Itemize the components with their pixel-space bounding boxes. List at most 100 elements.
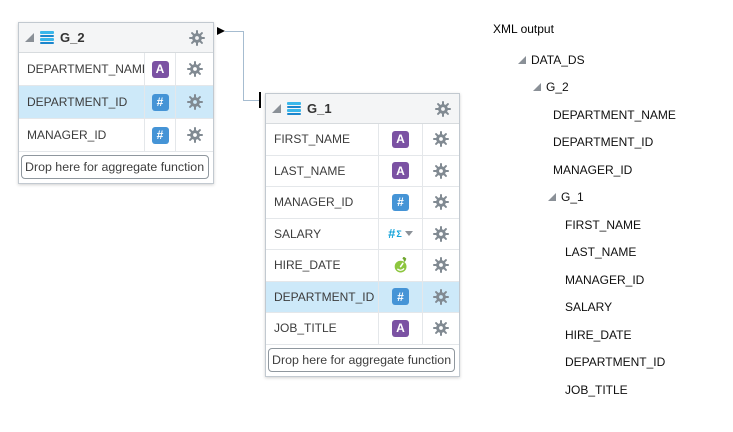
- collapse-triangle-icon[interactable]: [272, 104, 281, 113]
- tree-node-label: HIRE_DATE: [565, 327, 632, 342]
- connector-end-tick: [259, 92, 261, 108]
- tree-node-label: MANAGER_ID: [553, 162, 633, 177]
- g2-footer: Drop here for aggregate function: [19, 152, 213, 183]
- collapse-triangle-icon[interactable]: [25, 33, 34, 42]
- number-type-icon: #: [392, 193, 409, 211]
- tree-node-leaf[interactable]: MANAGER_ID: [490, 266, 730, 294]
- field-menu-gear-button[interactable]: [423, 156, 459, 187]
- field-label: DEPARTMENT_NAME: [19, 53, 145, 85]
- tree-node-label: JOB_TITLE: [565, 382, 628, 397]
- tree-node-leaf[interactable]: LAST_NAME: [490, 239, 730, 267]
- expand-triangle-icon[interactable]: [518, 55, 526, 64]
- date-type-icon: [393, 257, 409, 273]
- field-menu-gear-button[interactable]: [423, 250, 459, 281]
- gear-icon: [187, 61, 203, 77]
- field-menu-gear-button[interactable]: [423, 313, 459, 344]
- dataset-icon: [287, 102, 301, 115]
- field-menu-gear-button[interactable]: [423, 219, 459, 250]
- text-type-icon: A: [392, 162, 409, 180]
- tree-node-leaf[interactable]: DEPARTMENT_NAME: [490, 101, 730, 129]
- g1-row-first-name[interactable]: FIRST_NAME A: [266, 124, 459, 156]
- number-type-icon: #: [151, 93, 169, 111]
- tree-node-label: DEPARTMENT_ID: [553, 135, 654, 150]
- g2-title: G_2: [60, 30, 85, 45]
- gear-icon: [189, 30, 205, 46]
- text-type-icon: A: [392, 319, 409, 337]
- tree-node-leaf[interactable]: JOB_TITLE: [490, 376, 730, 404]
- field-type-cell: #: [379, 187, 423, 218]
- gear-icon: [433, 194, 449, 210]
- field-type-cell: [379, 250, 423, 281]
- tree-node-label: G_1: [561, 190, 584, 205]
- tree-node-leaf[interactable]: FIRST_NAME: [490, 211, 730, 239]
- tree-node-label: G_2: [546, 80, 569, 95]
- field-label: MANAGER_ID: [266, 187, 379, 218]
- field-type-cell: #: [145, 119, 176, 151]
- aggregate-drop-zone[interactable]: Drop here for aggregate function: [21, 155, 209, 179]
- tree-node-leaf[interactable]: DEPARTMENT_ID: [490, 349, 730, 377]
- g1-row-manager-id[interactable]: MANAGER_ID #: [266, 187, 459, 219]
- g1-row-last-name[interactable]: LAST_NAME A: [266, 155, 459, 187]
- field-label: MANAGER_ID: [19, 119, 145, 151]
- tree-node-label: FIRST_NAME: [565, 217, 642, 232]
- tree-node-g1[interactable]: G_1: [490, 184, 730, 212]
- tree-node-leaf[interactable]: SALARY: [490, 294, 730, 322]
- expand-triangle-icon[interactable]: [533, 83, 541, 92]
- tree-node-label: DEPARTMENT_NAME: [553, 107, 676, 122]
- field-menu-gear-button[interactable]: [176, 86, 213, 118]
- g1-row-hire-date[interactable]: HIRE_DATE: [266, 250, 459, 282]
- tree-node-data-ds[interactable]: DATA_DS: [490, 46, 730, 74]
- field-label: HIRE_DATE: [266, 250, 379, 281]
- tree-node-leaf[interactable]: HIRE_DATE: [490, 321, 730, 349]
- g1-row-job-title[interactable]: JOB_TITLE A: [266, 313, 459, 345]
- g2-row-department-name[interactable]: DEPARTMENT_NAME A: [19, 53, 213, 86]
- tree-node-label: DATA_DS: [531, 52, 585, 67]
- g1-header[interactable]: G_1: [266, 94, 459, 124]
- g1-row-salary[interactable]: SALARY # Σ: [266, 218, 459, 250]
- tree-node-g2[interactable]: G_2: [490, 74, 730, 102]
- number-type-icon: #: [392, 288, 409, 306]
- g2-actions-gear-button[interactable]: [189, 30, 205, 46]
- g1-footer: Drop here for aggregate function: [266, 345, 459, 376]
- field-menu-gear-button[interactable]: [423, 282, 459, 313]
- field-label: LAST_NAME: [266, 155, 379, 186]
- field-type-cell: #: [145, 86, 176, 118]
- field-menu-gear-button[interactable]: [423, 124, 459, 155]
- gear-icon: [433, 226, 449, 242]
- sigma-glyph: Σ: [396, 228, 402, 239]
- aggregate-number-dropdown[interactable]: # Σ: [388, 226, 413, 241]
- g1-row-department-id[interactable]: DEPARTMENT_ID #: [266, 281, 459, 313]
- tree-node-label: LAST_NAME: [565, 245, 637, 260]
- tree-node-label: DEPARTMENT_ID: [565, 355, 666, 370]
- text-type-icon: A: [151, 60, 169, 78]
- field-menu-gear-button[interactable]: [176, 53, 213, 85]
- field-label: SALARY: [266, 218, 379, 249]
- g2-row-manager-id[interactable]: MANAGER_ID #: [19, 119, 213, 152]
- dataset-group-g1: G_1 FIRST_NAME A LAST_NAME A MANAGER: [265, 93, 460, 377]
- field-label: DEPARTMENT_ID: [19, 86, 145, 118]
- gear-icon: [433, 163, 449, 179]
- gear-icon: [187, 94, 203, 110]
- aggregate-drop-zone[interactable]: Drop here for aggregate function: [268, 347, 455, 372]
- gear-icon: [433, 257, 449, 273]
- field-type-cell: A: [379, 155, 423, 186]
- gear-icon: [433, 320, 449, 336]
- tree-node-leaf[interactable]: MANAGER_ID: [490, 156, 730, 184]
- connector-arrow-icon: [217, 27, 225, 35]
- field-type-cell: # Σ: [379, 218, 423, 249]
- connector-line: [243, 31, 244, 100]
- dataset-group-g2: G_2 DEPARTMENT_NAME A DEPARTMENT_ID #: [18, 22, 214, 184]
- expand-triangle-icon[interactable]: [548, 193, 556, 202]
- field-type-cell: #: [379, 281, 423, 312]
- gear-icon: [435, 101, 451, 117]
- field-menu-gear-button[interactable]: [423, 187, 459, 218]
- g1-actions-gear-button[interactable]: [435, 101, 451, 117]
- gear-icon: [433, 289, 449, 305]
- dataset-icon: [40, 31, 54, 44]
- field-menu-gear-button[interactable]: [176, 119, 213, 151]
- tree-node-leaf[interactable]: DEPARTMENT_ID: [490, 129, 730, 157]
- g2-row-department-id[interactable]: DEPARTMENT_ID #: [19, 86, 213, 119]
- text-type-icon: A: [392, 130, 409, 148]
- g2-header[interactable]: G_2: [19, 23, 213, 53]
